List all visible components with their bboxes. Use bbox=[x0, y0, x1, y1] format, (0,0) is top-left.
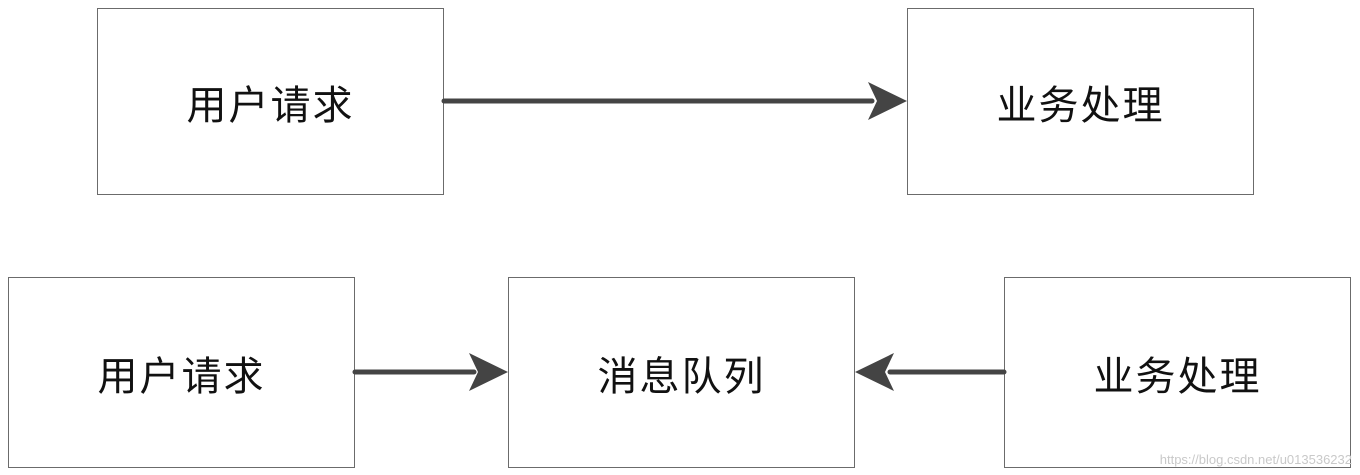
arrow-processing-to-queue bbox=[855, 353, 1007, 391]
user-request-label-top: 用户请求 bbox=[186, 82, 355, 129]
business-processing-box-top: 业务处理 bbox=[907, 8, 1254, 195]
business-processing-label-top: 业务处理 bbox=[996, 82, 1165, 129]
arrow-request-to-processing bbox=[441, 82, 907, 120]
user-request-box-top: 用户请求 bbox=[97, 8, 444, 195]
message-queue-box: 消息队列 bbox=[508, 277, 855, 468]
user-request-label-bottom: 用户请求 bbox=[97, 353, 266, 400]
watermark-text: https://blog.csdn.net/u013536232 bbox=[1159, 452, 1352, 467]
user-request-box-bottom: 用户请求 bbox=[8, 277, 355, 468]
arrow-request-to-queue bbox=[352, 353, 508, 391]
business-processing-label-bottom: 业务处理 bbox=[1093, 353, 1262, 400]
message-queue-label: 消息队列 bbox=[597, 353, 766, 400]
business-processing-box-bottom: 业务处理 bbox=[1004, 277, 1351, 468]
